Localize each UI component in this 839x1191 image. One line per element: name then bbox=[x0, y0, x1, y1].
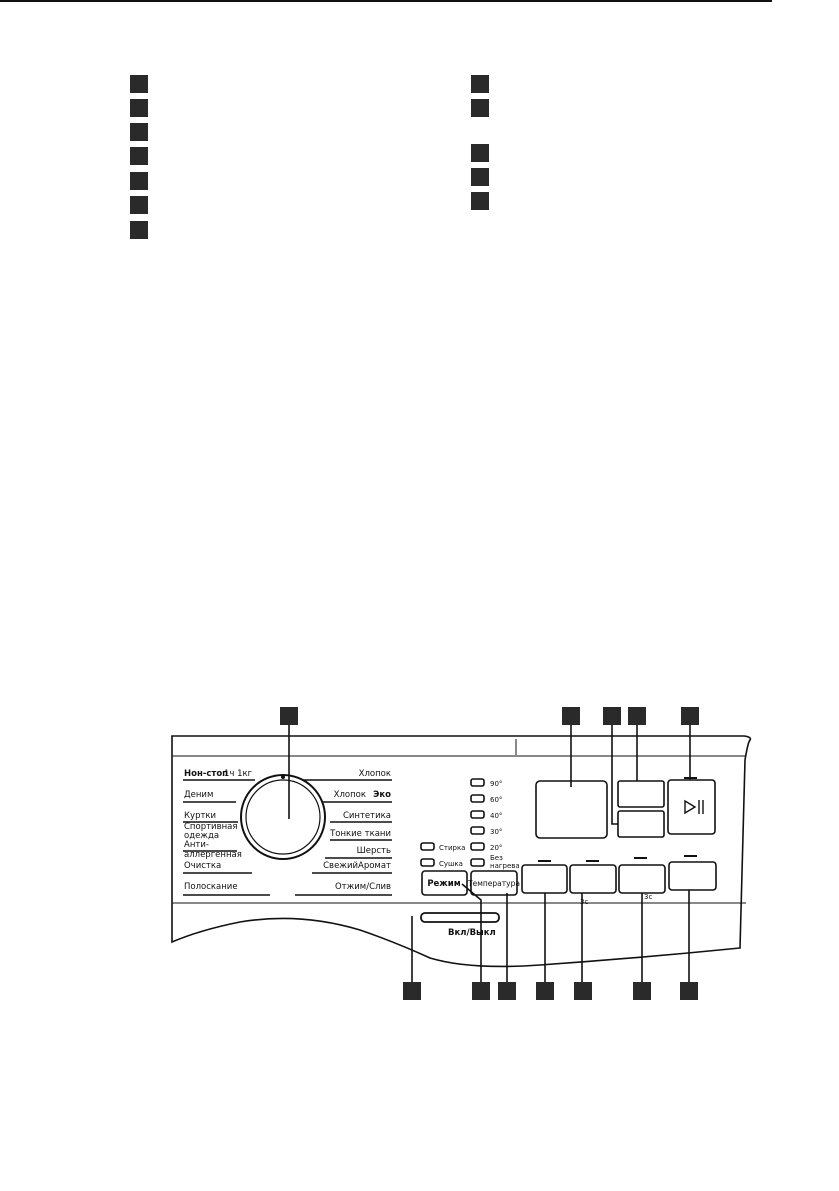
temp-90: 90° bbox=[490, 780, 502, 788]
program-fresh-scent: СвежийАромат bbox=[323, 861, 391, 871]
temp-30: 30° bbox=[490, 828, 502, 836]
legend-marker bbox=[130, 172, 148, 190]
program-delicates: Тонкие ткани bbox=[329, 829, 391, 839]
top-rule bbox=[0, 0, 772, 2]
legend-marker bbox=[130, 123, 148, 141]
program-sportswear-1: Спортивная bbox=[184, 822, 237, 832]
program-spin-drain: Отжим/Слив bbox=[335, 882, 391, 892]
program-cotton-eco: Хлопок bbox=[334, 790, 366, 800]
program-jackets: Куртки bbox=[184, 811, 216, 821]
legend-marker bbox=[471, 168, 489, 186]
program-cleaning: Очистка bbox=[184, 861, 221, 871]
legend-marker bbox=[471, 144, 489, 162]
program-synthetics: Синтетика bbox=[343, 811, 391, 821]
hold-3s-label: 3с bbox=[580, 898, 588, 906]
legend-marker bbox=[130, 221, 148, 239]
mode-button-label: Режим bbox=[427, 879, 460, 889]
program-sportswear-2: одежда bbox=[184, 831, 219, 841]
legend-marker bbox=[130, 75, 148, 93]
temp-60: 60° bbox=[490, 796, 502, 804]
legend-marker bbox=[130, 147, 148, 165]
program-antiallergy-1: Анти- bbox=[184, 840, 209, 850]
program-wool: Шерсть bbox=[357, 846, 391, 856]
hold-3s-label-b: 3с bbox=[644, 893, 652, 901]
program-antiallergy-2: аллергенная bbox=[184, 850, 242, 860]
legend-marker bbox=[471, 192, 489, 210]
legend-marker bbox=[130, 99, 148, 117]
mode-wash: Стирка bbox=[439, 844, 465, 852]
power-label: Вкл/Выкл bbox=[448, 928, 496, 938]
mode-dry: Сушка bbox=[439, 860, 463, 868]
temp-40: 40° bbox=[490, 812, 502, 820]
program-rinse: Полоскание bbox=[184, 882, 238, 892]
program-denim: Деним bbox=[184, 790, 213, 800]
temp-no-heat-1: Без bbox=[490, 854, 503, 862]
temp-no-heat-2: нагрева bbox=[490, 862, 520, 870]
temperature-button-label: Температура bbox=[467, 879, 520, 888]
program-nonstop: Нон-стоп bbox=[184, 769, 228, 779]
temp-20: 20° bbox=[490, 844, 502, 852]
program-cotton: Хлопок bbox=[359, 769, 391, 779]
legend-marker bbox=[471, 99, 489, 117]
legend-marker bbox=[471, 75, 489, 93]
program-cotton-eco-suffix: Эко bbox=[373, 790, 391, 800]
program-nonstop-suffix: 1ч 1кг bbox=[224, 769, 253, 779]
legend-marker bbox=[130, 196, 148, 214]
